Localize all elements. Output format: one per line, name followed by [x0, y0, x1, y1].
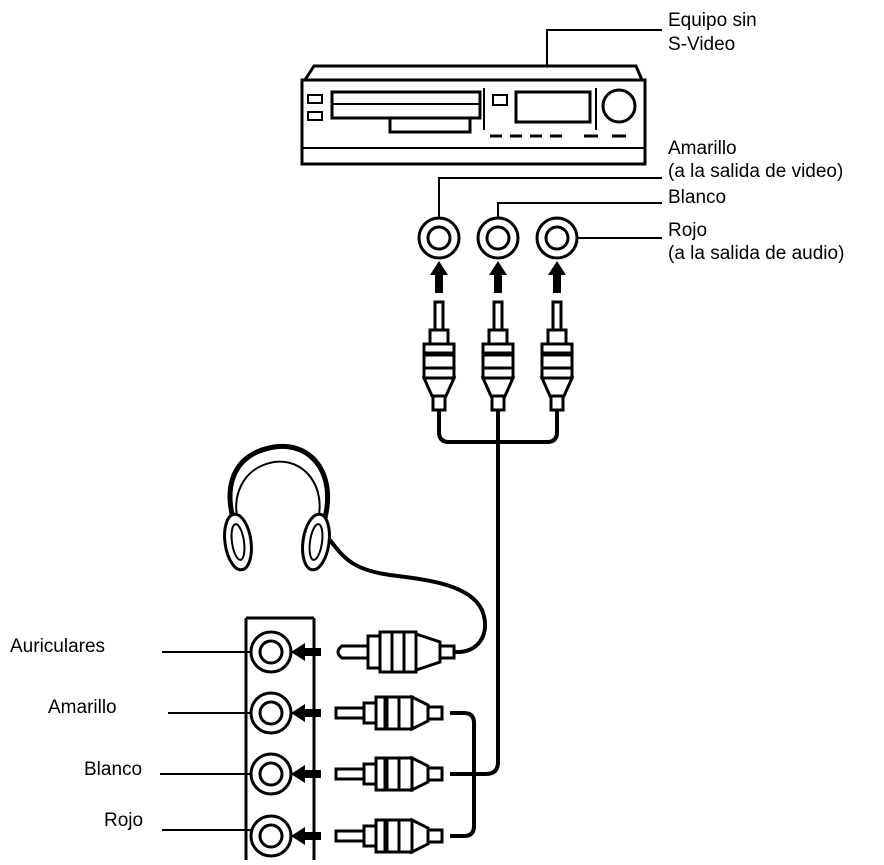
yellow-leader-line — [438, 177, 662, 218]
side-label-yellow: Amarillo — [48, 697, 117, 718]
yellow-side-plug — [336, 697, 442, 729]
yellow-input-jack — [249, 691, 293, 735]
arrow-left-icon — [291, 765, 321, 783]
headphone-plug — [336, 630, 456, 674]
white-leader-line — [497, 202, 662, 218]
red-output-jack — [535, 216, 579, 260]
side-label-headphones: Auriculares — [10, 636, 105, 657]
arrow-up-icon — [430, 261, 448, 293]
red-label-line1: Rojo — [668, 220, 707, 241]
white-label: Blanco — [668, 187, 726, 208]
white-side-plug — [336, 758, 442, 790]
arrow-up-icon — [489, 261, 507, 293]
device-label-line2: S-Video — [668, 34, 735, 55]
device-leader-line — [546, 29, 662, 66]
yellow-rca-plug — [424, 302, 454, 410]
yellow-label-line2: (a la salida de video) — [668, 161, 843, 182]
device-label-line1: Equipo sin — [668, 10, 757, 31]
headphones-icon — [223, 443, 331, 572]
headphone-cable — [328, 538, 487, 654]
main-cable — [450, 442, 500, 776]
arrow-left-icon — [291, 643, 321, 661]
arrow-left-icon — [291, 704, 321, 722]
arrow-left-icon — [291, 827, 321, 845]
white-rca-plug — [483, 302, 513, 410]
red-side-plug — [336, 820, 442, 852]
yellow-label-line1: Amarillo — [668, 138, 737, 159]
white-input-jack — [249, 752, 293, 796]
red-input-jack — [249, 814, 293, 858]
red-rca-plug — [542, 302, 572, 410]
red-label-line2: (a la salida de audio) — [668, 243, 844, 264]
side-cable-loop — [450, 711, 476, 838]
side-label-red: Rojo — [104, 810, 143, 831]
white-output-jack — [476, 216, 520, 260]
equipment-device — [300, 64, 647, 166]
arrow-up-icon — [548, 261, 566, 293]
headphones-input-jack — [249, 630, 293, 674]
yellow-output-jack — [417, 216, 461, 260]
side-label-white: Blanco — [84, 759, 142, 780]
